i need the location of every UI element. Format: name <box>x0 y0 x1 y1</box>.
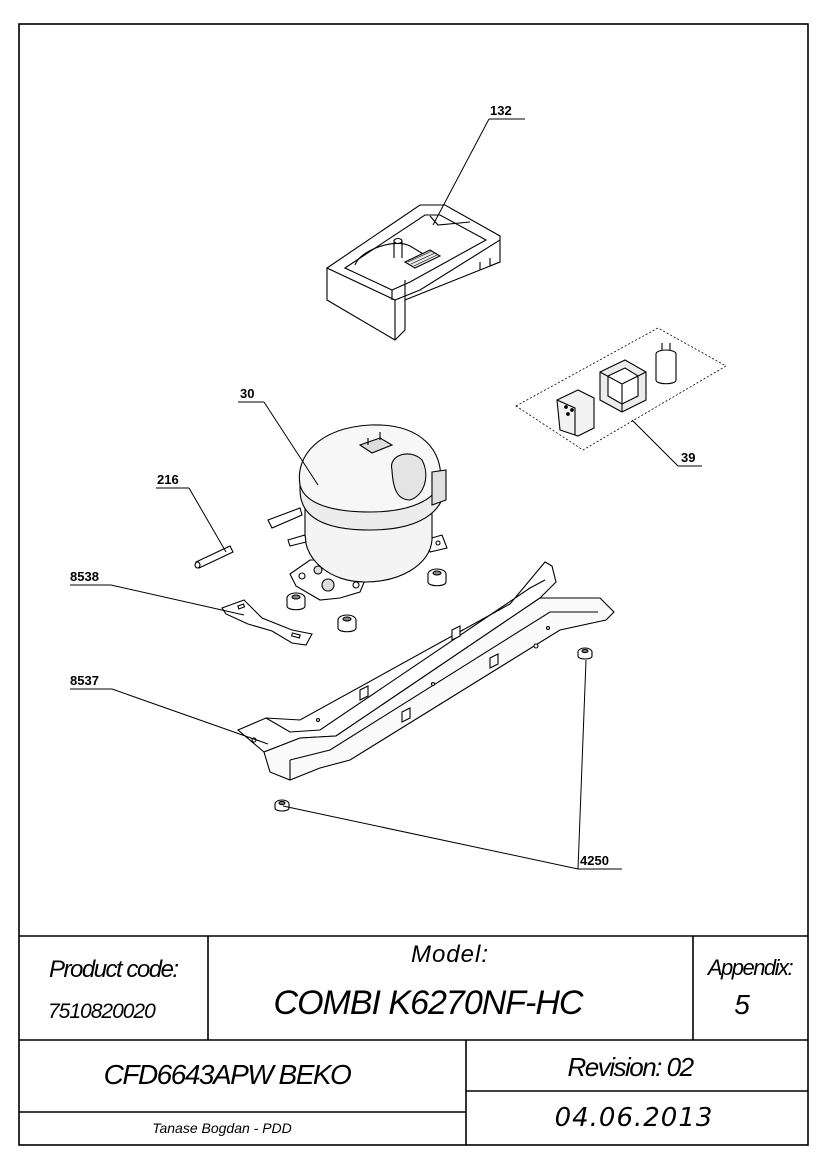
title-block <box>19 935 808 1145</box>
callout-216: 216 <box>157 472 179 487</box>
callout-30: 30 <box>240 386 254 401</box>
callout-8538: 8538 <box>70 569 99 584</box>
revision: Revision: 02 <box>567 1052 694 1082</box>
callout-4250: 4250 <box>580 853 609 868</box>
revision-date: 04.06.2013 <box>555 1103 714 1133</box>
part-132-cover <box>325 204 501 341</box>
callout-132: 132 <box>490 103 512 118</box>
appendix-number: 5 <box>734 989 750 1020</box>
callout-8537: 8537 <box>70 673 99 688</box>
author: Tanase Bogdan - PDD <box>152 1120 292 1136</box>
rubber-grommets <box>274 568 593 812</box>
model-name: COMBI K6270NF-HC <box>274 984 584 1022</box>
product-code: 7510820020 <box>48 1000 156 1023</box>
part-30-compressor <box>267 424 448 601</box>
part-4250-nut-right <box>577 647 593 660</box>
drawing-frame <box>18 23 809 1146</box>
callout-39: 39 <box>681 450 695 465</box>
product-code-label: Product code: <box>49 956 178 983</box>
leader-lines <box>70 118 702 870</box>
part-4250-nut-left <box>274 799 290 812</box>
part-8537-base-rail <box>236 561 615 781</box>
appendix-label: Appendix: <box>706 955 794 980</box>
part-8538-strip <box>221 599 313 646</box>
part-216-pin <box>194 545 234 569</box>
part-39-relay-kit <box>515 327 727 451</box>
model-label: Model: <box>411 941 489 968</box>
product-name: CFD6643APW BEKO <box>104 1059 351 1090</box>
